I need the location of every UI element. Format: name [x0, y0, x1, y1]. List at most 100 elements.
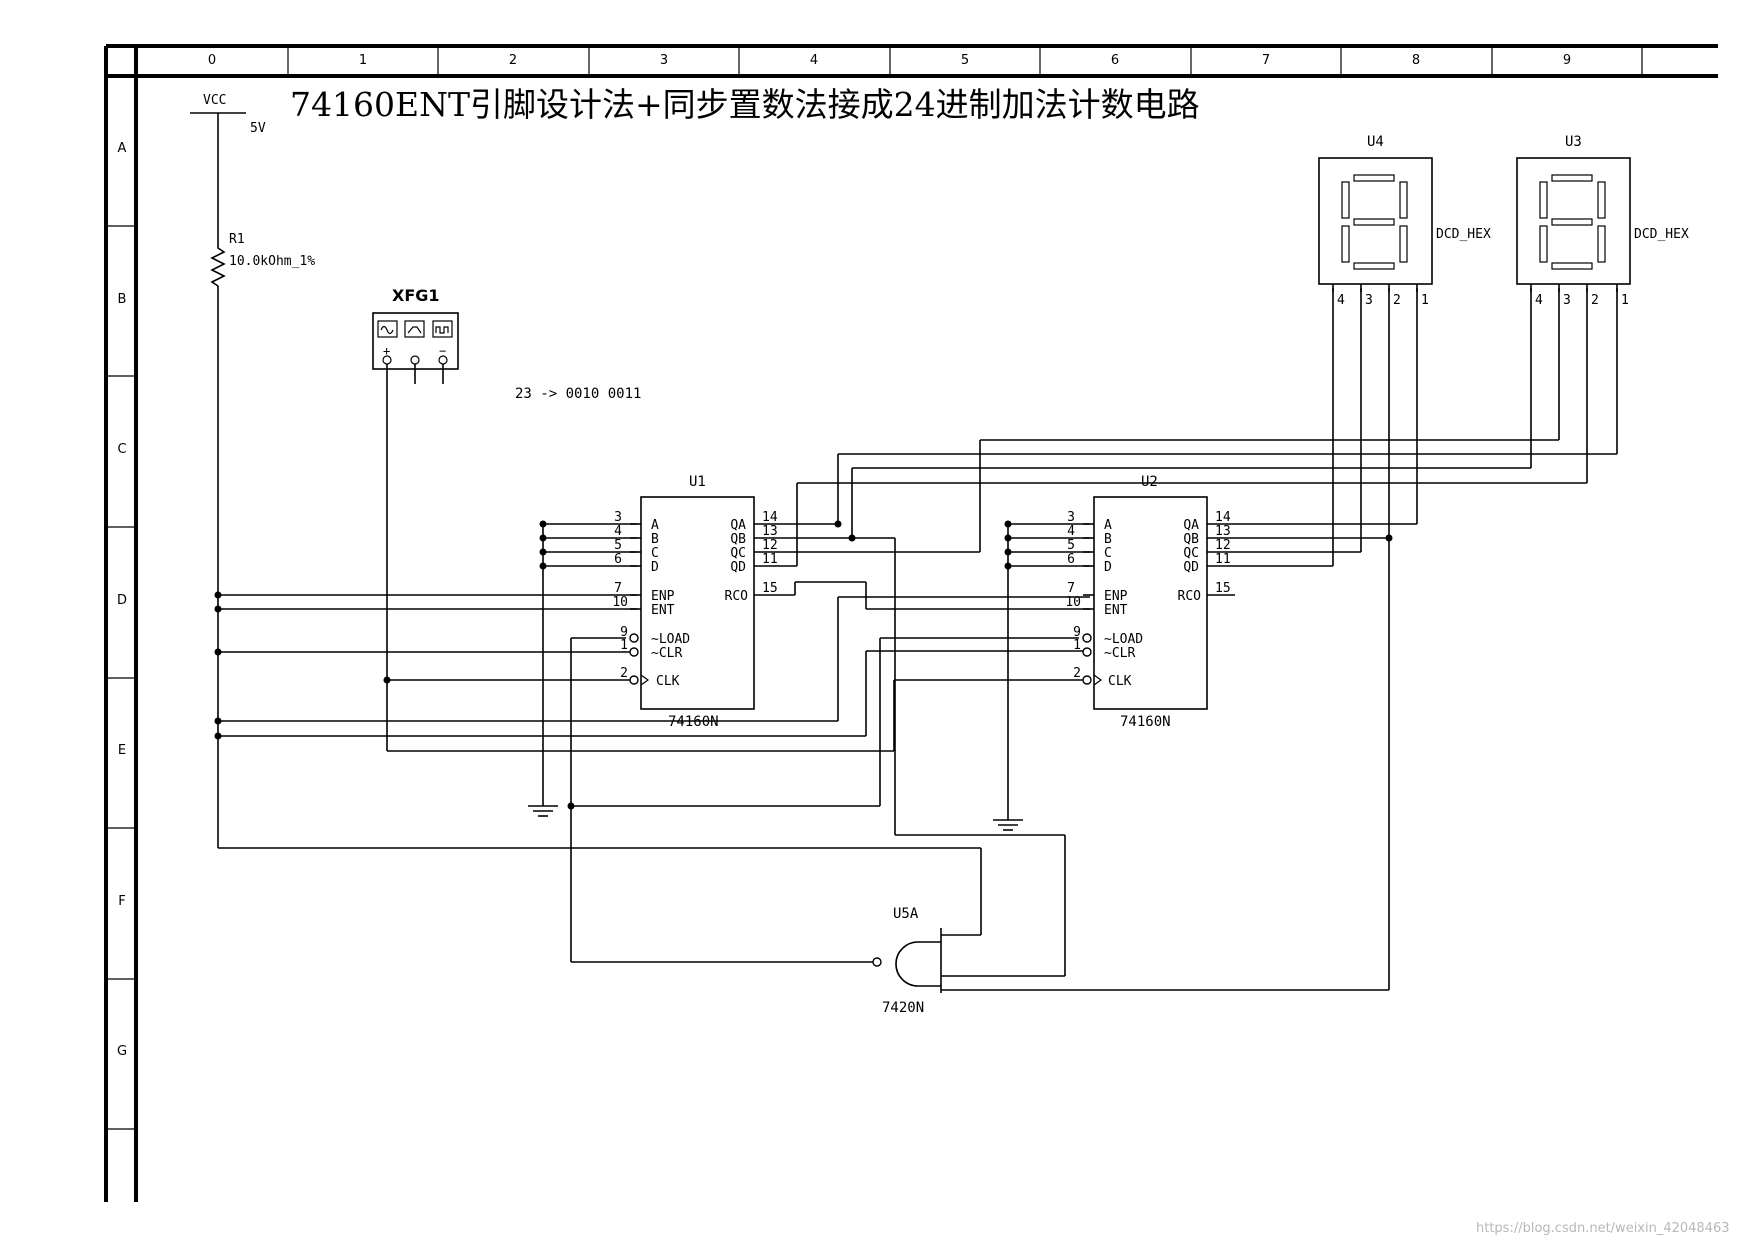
counter-u2-ref: U2 — [1141, 474, 1158, 490]
gate-ref: U5A — [893, 906, 919, 922]
u4-pin-4: 4 — [1337, 293, 1345, 308]
u2-pin-load-num: 9 — [1073, 625, 1081, 640]
resistor-r1: R1 10.0kOhm_1% — [210, 232, 315, 287]
u1-pin-enp-num: 7 — [614, 581, 622, 596]
u3-pin-4: 4 — [1535, 293, 1543, 308]
u2-pin-clr-name: ~CLR — [1104, 646, 1135, 661]
sine-wave-icon — [380, 325, 394, 335]
u2-pin-c-num: 5 — [1067, 538, 1075, 553]
display-u4-type: DCD_HEX — [1436, 227, 1491, 242]
border-col-8: 8 — [1412, 53, 1420, 68]
u2-pin-ent-name: ENT — [1104, 603, 1128, 618]
border-row-c: C — [117, 442, 126, 457]
u1-pin-a-name: A — [651, 518, 659, 533]
u4-pin-2: 2 — [1393, 293, 1401, 308]
u1-pin-load-name: ~LOAD — [651, 632, 690, 647]
u2-pin-rco-num: 15 — [1215, 581, 1231, 596]
u1-pin-qb-num: 13 — [762, 524, 778, 539]
border-col-2: 2 — [509, 53, 517, 68]
border-col-3: 3 — [660, 53, 668, 68]
seven-segment-icon — [1341, 174, 1408, 270]
u2-pin-a-name: A — [1104, 518, 1112, 533]
resistor-value: 10.0kOhm_1% — [229, 254, 315, 269]
u3-pin-2: 2 — [1591, 293, 1599, 308]
border-col-7: 7 — [1262, 53, 1270, 68]
display-u4-ref: U4 — [1367, 134, 1384, 150]
display-u3-ref: U3 — [1565, 134, 1582, 150]
u2-pin-qc-num: 12 — [1215, 538, 1231, 553]
hex-display-u4[interactable]: U4 DCD_HEX 4 3 2 1 — [1318, 134, 1491, 308]
u1-pin-clk-num: 2 — [620, 666, 628, 681]
display-u3-type: DCD_HEX — [1634, 227, 1689, 242]
u1-pin-qa-name: QA — [730, 518, 746, 533]
watermark: https://blog.csdn.net/weixin_42048463 — [1476, 1221, 1730, 1236]
u2-pin-qa-num: 14 — [1215, 510, 1231, 525]
generator-ref: XFG1 — [392, 286, 440, 305]
u2-pin-clr-num: 1 — [1073, 638, 1081, 653]
u2-pin-qb-num: 13 — [1215, 524, 1231, 539]
border-col-1: 1 — [359, 53, 367, 68]
u2-pin-qd-num: 11 — [1215, 552, 1231, 567]
counter-u2[interactable]: U2 74160N 3 4 5 6 7 10 9 1 2 A B C D — [1065, 474, 1230, 730]
vcc-value: 5V — [250, 121, 266, 136]
border-row-d: D — [117, 593, 127, 608]
u4-pin-1: 1 — [1421, 293, 1429, 308]
sheet-border: 0 1 2 3 4 5 6 7 8 9 A B C D E F G — [104, 44, 1718, 1202]
u2-pin-d-num: 6 — [1067, 552, 1075, 567]
junctions — [214, 520, 1393, 810]
u2-pin-b-name: B — [1104, 532, 1112, 547]
u1-pin-qb-name: QB — [730, 532, 746, 547]
u1-pin-c-name: C — [651, 546, 659, 561]
border-col-5: 5 — [961, 53, 969, 68]
border-row-b: B — [118, 292, 127, 307]
u1-pin-qc-num: 12 — [762, 538, 778, 553]
u1-pin-load-num: 9 — [620, 625, 628, 640]
border-col-0: 0 — [208, 53, 216, 68]
u2-pin-rco-name: RCO — [1178, 589, 1202, 604]
u2-pin-clk-num: 2 — [1073, 666, 1081, 681]
u1-pin-b-name: B — [651, 532, 659, 547]
gate-part: 7420N — [882, 1000, 924, 1016]
u2-pin-qb-name: QB — [1183, 532, 1199, 547]
vcc-source: VCC 5V — [190, 93, 266, 136]
u3-pin-3: 3 — [1563, 293, 1571, 308]
u1-pin-qd-name: QD — [730, 560, 746, 575]
u1-pin-qa-num: 14 — [762, 510, 778, 525]
counter-u1[interactable]: U1 74160N 3 4 5 6 7 10 9 1 2 A B C — [612, 474, 777, 730]
u2-pin-ent-num: 10 — [1065, 595, 1081, 610]
border-row-e: E — [118, 743, 126, 758]
border-col-9: 9 — [1563, 53, 1571, 68]
u2-pin-load-name: ~LOAD — [1104, 632, 1143, 647]
u1-pin-ent-name: ENT — [651, 603, 675, 618]
u2-pin-d-name: D — [1104, 560, 1112, 575]
counter-u1-ref: U1 — [689, 474, 706, 490]
border-row-f: F — [118, 894, 125, 909]
border-col-6: 6 — [1111, 53, 1119, 68]
u1-pin-d-num: 6 — [614, 552, 622, 567]
u2-pin-enp-name: ENP — [1104, 589, 1128, 604]
u1-pin-clr-num: 1 — [620, 638, 628, 653]
u2-pin-qa-name: QA — [1183, 518, 1199, 533]
u2-pin-qd-name: QD — [1183, 560, 1199, 575]
generator-plus: + — [383, 344, 390, 358]
generator-minus: − — [439, 344, 446, 358]
counter-u2-part: 74160N — [1120, 714, 1171, 730]
resistor-ref: R1 — [229, 232, 245, 247]
u2-pin-b-num: 4 — [1067, 524, 1075, 539]
border-row-a: A — [118, 141, 127, 156]
u1-pin-clr-name: ~CLR — [651, 646, 682, 661]
u1-pin-enp-name: ENP — [651, 589, 675, 604]
u2-pin-qc-name: QC — [1183, 546, 1199, 561]
u1-pin-rco-num: 15 — [762, 581, 778, 596]
nand-gate-u5a[interactable]: U5A 7420N — [872, 906, 942, 1016]
vcc-label: VCC — [203, 93, 226, 108]
wiring — [217, 113, 1618, 991]
function-generator[interactable]: XFG1 + − — [372, 286, 459, 384]
u1-pin-rco-name: RCO — [725, 589, 749, 604]
u1-pin-qc-name: QC — [730, 546, 746, 561]
u1-pin-b-num: 4 — [614, 524, 622, 539]
hex-display-u3[interactable]: U3 DCD_HEX 4 3 2 1 — [1516, 134, 1689, 308]
ground-symbol-u2 — [993, 819, 1023, 831]
u1-pin-a-num: 3 — [614, 510, 622, 525]
u2-pin-clk-name: CLK — [1108, 674, 1132, 689]
